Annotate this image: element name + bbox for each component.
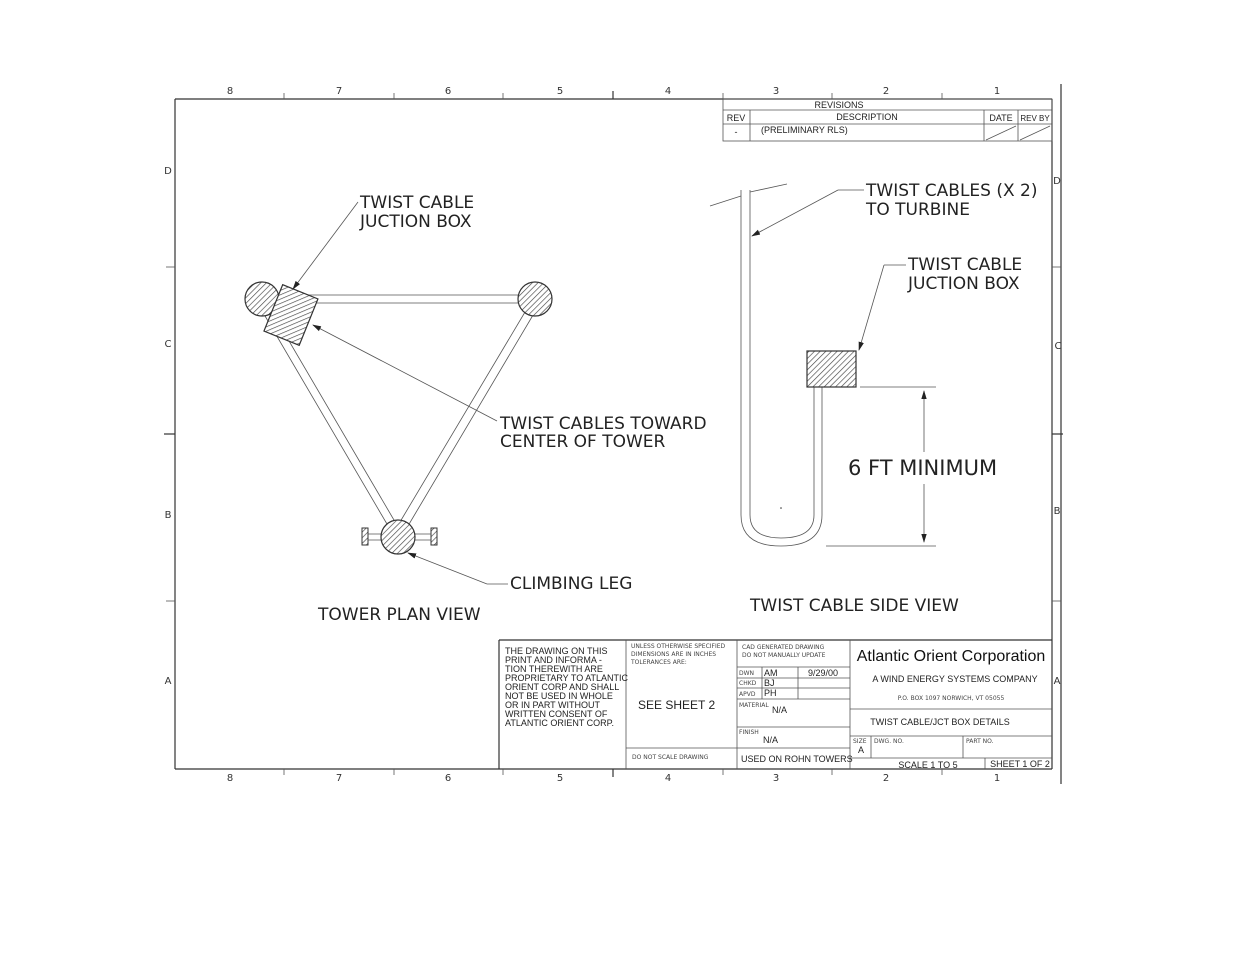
tower-leg-top-right xyxy=(517,281,553,317)
proprietary-line-2: PRINT AND INFORMA - xyxy=(505,655,602,665)
zone-row-c: C xyxy=(165,339,172,350)
tolerance-line-3: TOLERANCES ARE: xyxy=(630,659,687,666)
zone-col-7: 7 xyxy=(336,86,342,97)
revisions-row-description: (PRELIMINARY RLS) xyxy=(761,125,848,135)
used-on-value: USED ON ROHN TOWERS xyxy=(741,754,853,764)
zone-row-a: A xyxy=(165,676,172,687)
part-no-label: PART NO. xyxy=(966,738,994,745)
size-value: A xyxy=(858,745,864,755)
proprietary-line-3: TION THEREWITH ARE xyxy=(505,664,603,674)
drawn-date-value: 9/29/00 xyxy=(808,668,838,678)
title-block: THE DRAWING ON THIS PRINT AND INFORMA - … xyxy=(498,639,1052,770)
tolerance-line-2: DIMENSIONS ARE IN INCHES xyxy=(631,651,716,658)
scale-value: SCALE 1 TO 5 xyxy=(898,760,957,770)
zone-col-3: 3 xyxy=(773,86,779,97)
plan-cables-label-line1: TWIST CABLES TOWARD xyxy=(499,414,707,434)
approved-by-label: APVD xyxy=(739,691,756,698)
side-cables-label-line1: TWIST CABLES (X 2) xyxy=(865,181,1038,201)
zone-col-8: 8 xyxy=(227,86,233,97)
side-junction-label-line1: TWIST CABLE xyxy=(907,255,1022,275)
do-not-scale-note: DO NOT SCALE DRAWING xyxy=(632,754,709,761)
see-sheet-note: SEE SHEET 2 xyxy=(638,698,715,712)
revisions-table: REVISIONS REV DESCRIPTION DATE REV BY - … xyxy=(722,98,1053,142)
cad-note-line-2: DO NOT MANUALLY UPDATE xyxy=(742,652,826,659)
zone-col-2-bottom: 2 xyxy=(883,773,889,784)
climbing-leg-label: CLIMBING LEG xyxy=(510,574,632,594)
tower-plan-view-title: TOWER PLAN VIEW xyxy=(317,605,481,625)
zone-col-2: 2 xyxy=(883,86,889,97)
approved-by-value: PH xyxy=(764,688,777,698)
proprietary-line-8: WRITTEN CONSENT OF xyxy=(505,709,608,719)
minimum-dimension-label: 6 FT MINIMUM xyxy=(848,456,997,480)
twist-cable-side-view: TWIST CABLES (X 2) TO TURBINE TWIST CABL… xyxy=(709,181,1038,616)
zone-col-1-bottom: 1 xyxy=(994,773,1000,784)
zone-col-7-bottom: 7 xyxy=(336,773,342,784)
proprietary-line-4: PROPRIETARY TO ATLANTIC xyxy=(505,673,629,683)
zone-row-d: D xyxy=(164,166,172,177)
proprietary-line-6: NOT BE USED IN WHOLE xyxy=(505,691,613,701)
zone-row-d-right: D xyxy=(1053,176,1061,187)
revisions-col-description: DESCRIPTION xyxy=(836,112,898,122)
checked-by-value: BJ xyxy=(764,678,775,688)
drawn-by-label: DWN xyxy=(739,670,754,677)
zone-row-b-right: B xyxy=(1054,506,1061,517)
drawn-by-value: AM xyxy=(764,668,778,678)
zone-col-1: 1 xyxy=(994,86,1000,97)
zone-col-3-bottom: 3 xyxy=(773,773,779,784)
cad-note-line-1: CAD GENERATED DRAWING xyxy=(742,644,825,651)
side-junction-label-line2: JUCTION BOX xyxy=(907,274,1020,294)
tolerance-line-1: UNLESS OTHERWISE SPECIFIED xyxy=(631,643,726,650)
twist-cable-side-view-title: TWIST CABLE SIDE VIEW xyxy=(749,596,959,616)
zone-labels: 8 7 6 5 4 3 2 1 8 7 6 5 4 3 2 1 D C B A … xyxy=(164,86,1061,784)
zone-col-6: 6 xyxy=(445,86,451,97)
zone-col-6-bottom: 6 xyxy=(445,773,451,784)
size-label: SIZE xyxy=(853,738,867,745)
drawing-title: TWIST CABLE/JCT BOX DETAILS xyxy=(870,717,1010,727)
zone-col-5-bottom: 5 xyxy=(557,773,563,784)
zone-col-5: 5 xyxy=(557,86,563,97)
company-address: P.O. BOX 1097 NORWICH, VT 05055 xyxy=(898,695,1005,702)
material-label: MATERIAL xyxy=(739,702,769,709)
zone-col-4-bottom: 4 xyxy=(665,773,671,784)
finish-label: FINISH xyxy=(739,729,759,736)
zone-row-a-right: A xyxy=(1054,676,1061,687)
proprietary-line-5: ORIENT CORP AND SHALL xyxy=(505,682,619,692)
company-name: Atlantic Orient Corporation xyxy=(857,648,1046,665)
finish-value: N/A xyxy=(763,735,778,745)
plan-cables-label-line2: CENTER OF TOWER xyxy=(500,432,666,452)
plan-junction-label-line1: TWIST CABLE xyxy=(359,193,474,213)
zone-col-8-bottom: 8 xyxy=(227,773,233,784)
proprietary-notice: THE DRAWING ON THIS PRINT AND INFORMA - … xyxy=(505,646,629,728)
material-value: N/A xyxy=(772,705,787,715)
company-tagline: A WIND ENERGY SYSTEMS COMPANY xyxy=(872,674,1037,684)
side-cables-label-line2: TO TURBINE xyxy=(865,200,970,220)
plan-junction-box xyxy=(263,283,319,347)
climbing-leg xyxy=(361,519,438,555)
checked-by-label: CHKD xyxy=(739,680,757,687)
revisions-row-rev: - xyxy=(735,127,738,137)
sheet-value: SHEET 1 OF 2 xyxy=(990,759,1050,769)
proprietary-line-7: OR IN PART WITHOUT xyxy=(505,700,601,710)
dwg-no-label: DWG. NO. xyxy=(874,738,904,745)
zone-col-4: 4 xyxy=(665,86,671,97)
proprietary-line-9: ATLANTIC ORIENT CORP. xyxy=(505,718,614,728)
revisions-col-rev-by: REV BY xyxy=(1020,114,1050,123)
zone-row-b: B xyxy=(165,510,172,521)
proprietary-line-1: THE DRAWING ON THIS xyxy=(505,646,608,656)
tower-plan-view: TWIST CABLE JUCTION BOX TWIST CABLES TOW… xyxy=(244,193,707,625)
zone-row-c-right: C xyxy=(1055,341,1062,352)
plan-junction-label-line2: JUCTION BOX xyxy=(359,212,472,232)
revisions-col-date: DATE xyxy=(989,113,1012,123)
revisions-title: REVISIONS xyxy=(814,100,863,110)
revisions-col-rev: REV xyxy=(727,113,746,123)
side-junction-box xyxy=(806,350,857,388)
